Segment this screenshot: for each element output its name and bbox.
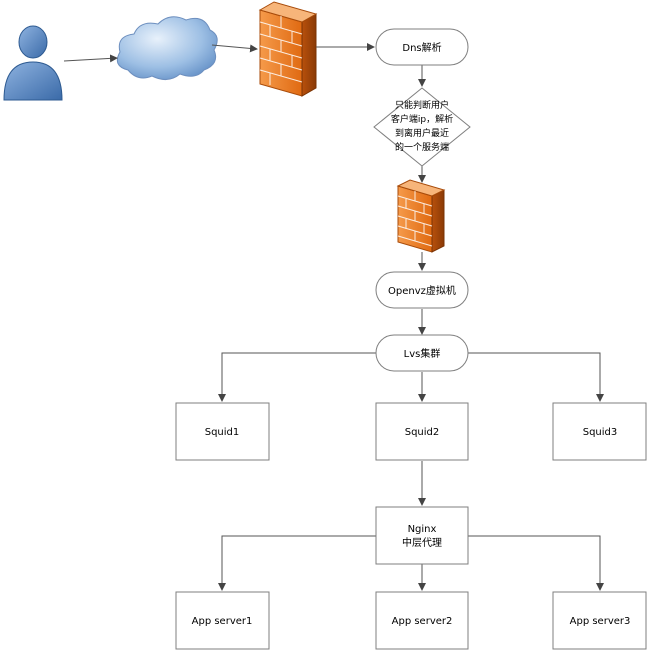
edge-nginx-app3 [468,535,604,591]
node-squid1-label: Squid1 [205,427,240,438]
node-app2: App server2 [375,591,469,650]
edge-cloud-firewall [211,44,258,53]
decision-line-2: 客户端ip，解析 [391,113,453,125]
cloud-icon [116,16,218,80]
firewall-icon [258,1,318,97]
node-lvs-label: Lvs集群 [404,347,441,360]
decision-line-1: 只能判断用户 [395,99,449,111]
node-openvz: Openvz虚拟机 [375,271,469,309]
node-app3-label: App server3 [570,616,631,627]
node-nginx-label-2: 中层代理 [402,536,442,549]
node-nginx: Nginx 中层代理 [375,506,469,565]
node-dns: Dns解析 [375,28,469,66]
node-app1-label: App server1 [192,616,253,627]
node-app3: App server3 [552,591,647,650]
node-app1: App server1 [175,591,270,650]
node-squid1: Squid1 [175,402,270,461]
node-dns-label: Dns解析 [402,41,441,54]
node-openvz-label: Openvz虚拟机 [388,284,456,297]
node-lvs: Lvs集群 [375,334,469,372]
decision-line-4: 的一个服务端 [395,141,449,153]
node-nginx-label-1: Nginx [408,524,437,535]
node-app2-label: App server2 [392,616,453,627]
connectors [63,43,604,591]
node-squid2: Squid2 [375,402,469,461]
node-squid3-label: Squid3 [583,427,618,438]
node-squid3: Squid3 [552,402,647,461]
edge-nginx-app1 [218,535,376,591]
node-decision: 只能判断用户 客户端ip，解析 到离用户最近 的一个服务端 [373,87,471,167]
edge-user-cloud [63,54,118,63]
firewall-icon [396,179,446,253]
edge-lvs-squid3 [468,352,604,402]
edge-lvs-squid1 [218,352,376,402]
user-icon [3,25,63,101]
node-squid2-label: Squid2 [405,427,440,438]
decision-line-3: 到离用户最近 [395,127,449,139]
